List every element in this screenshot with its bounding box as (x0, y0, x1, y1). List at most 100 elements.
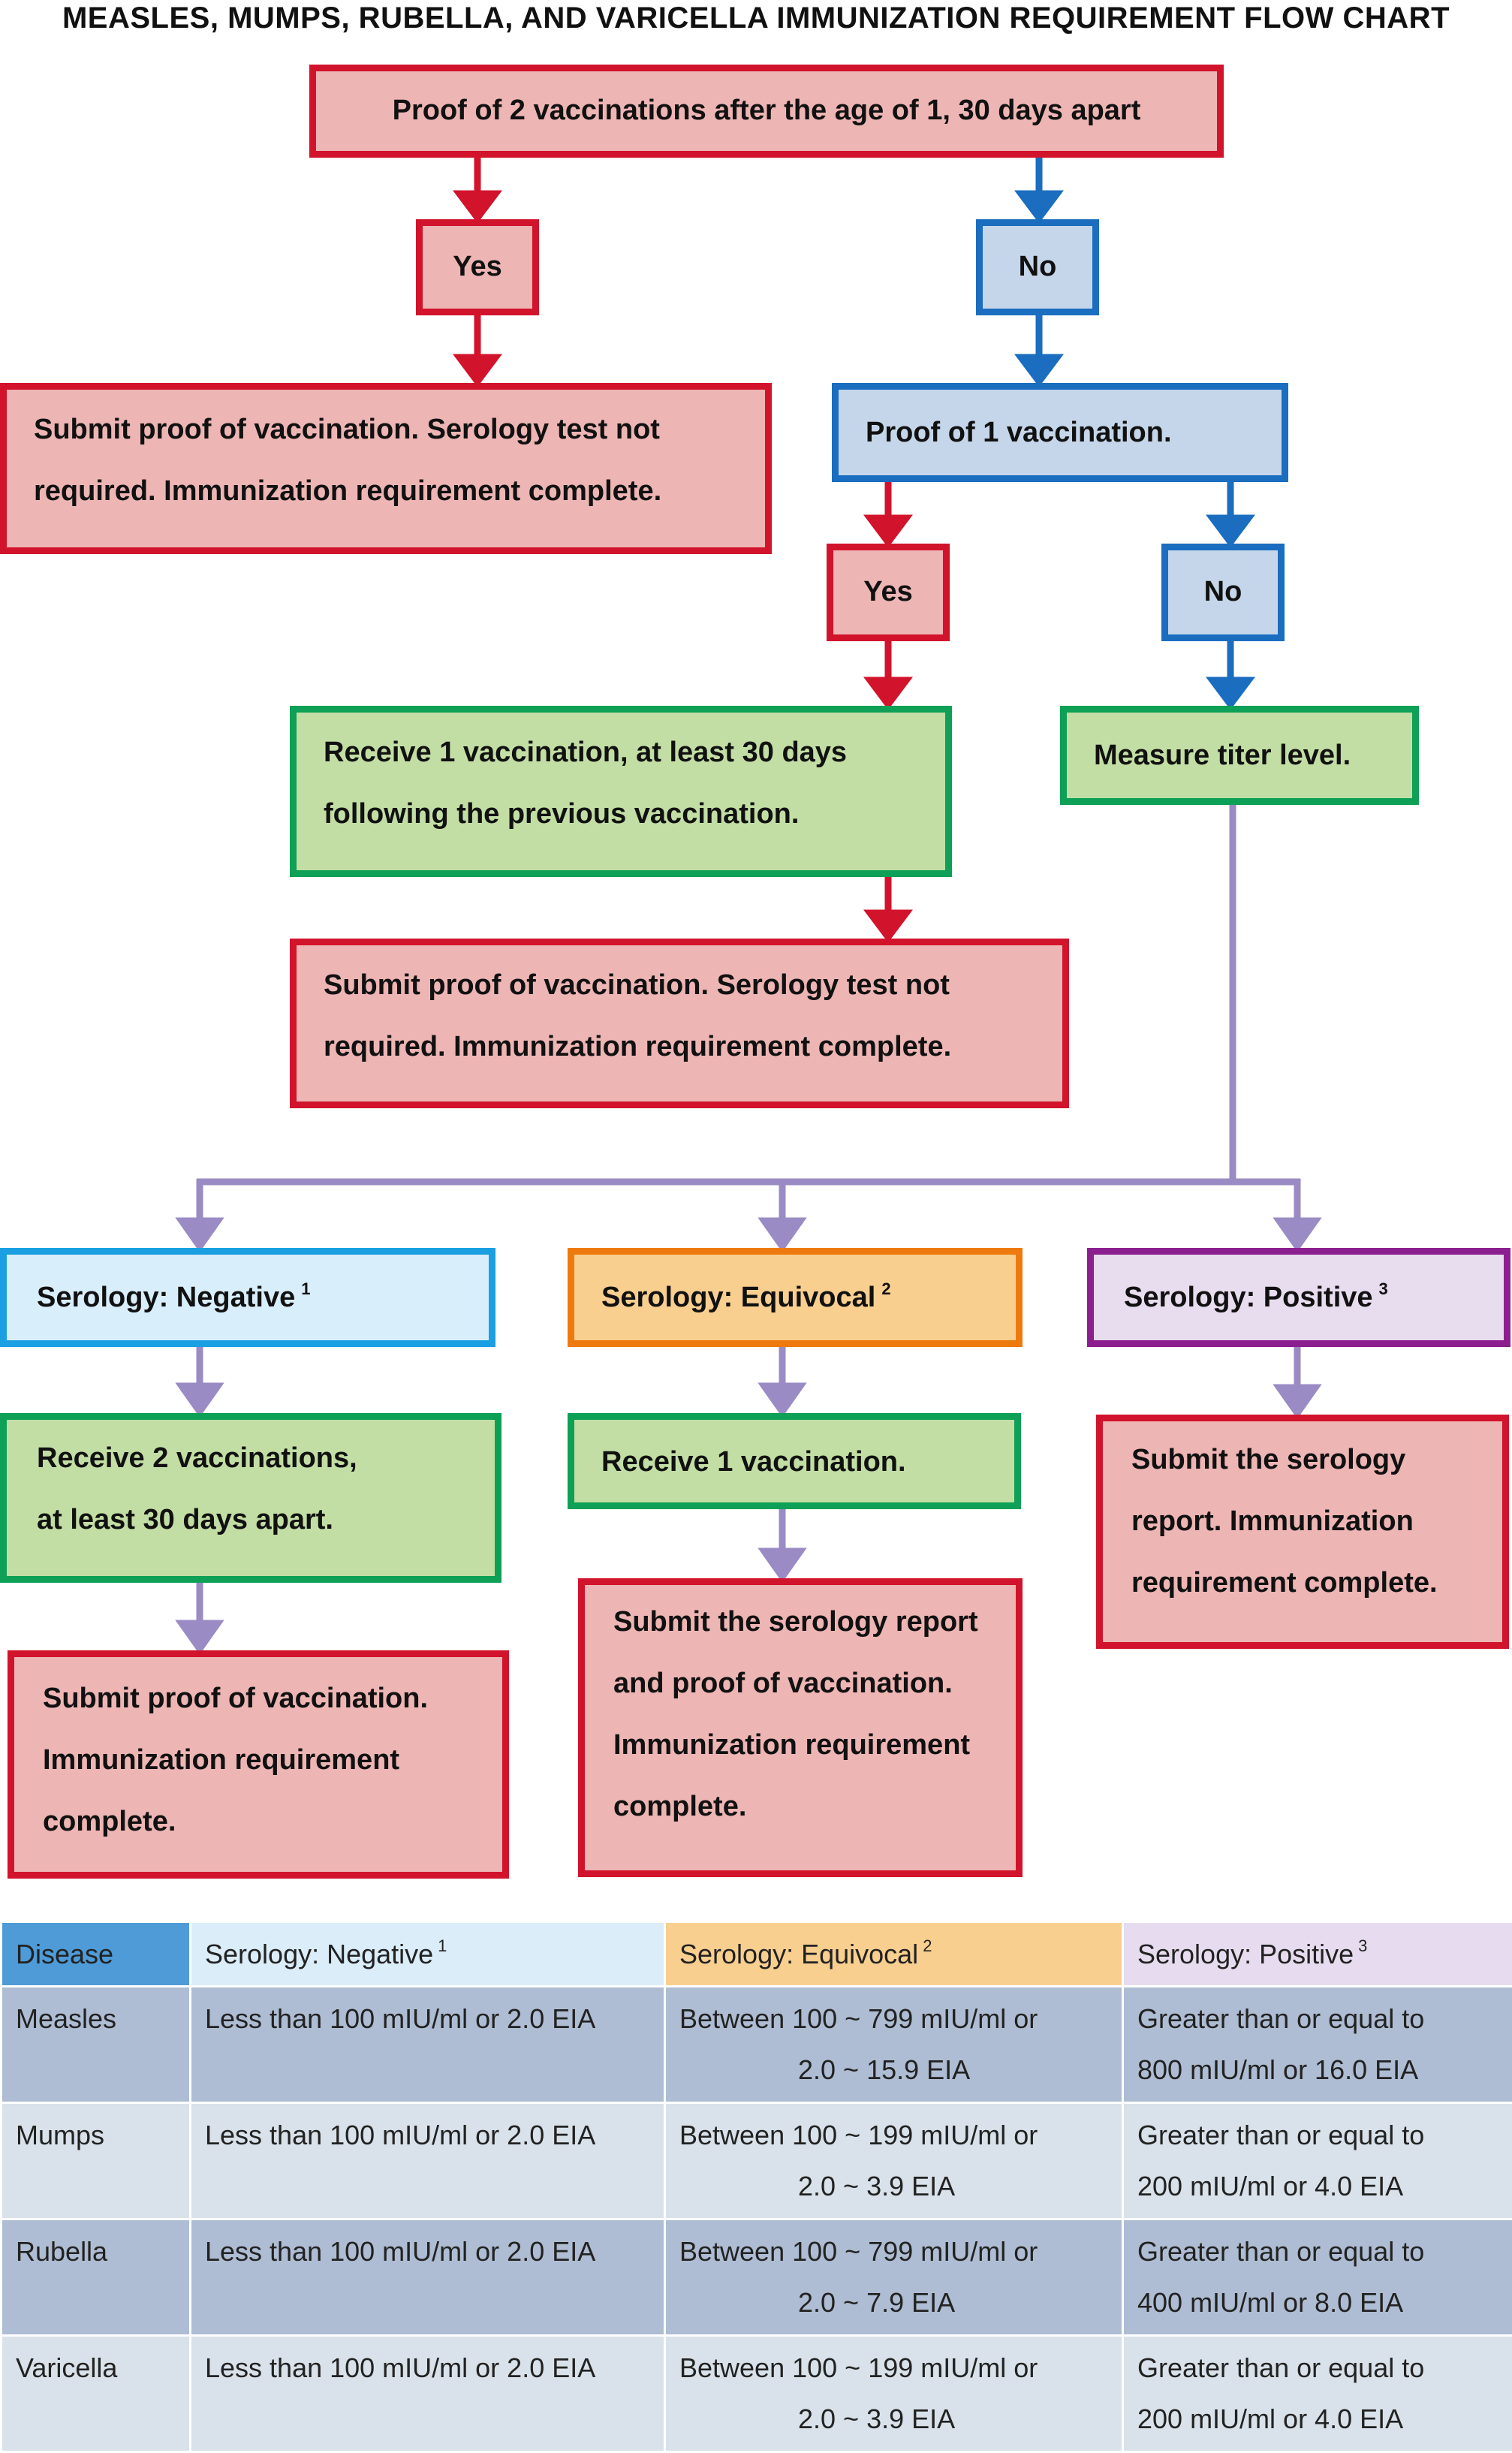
disease-cell: Mumps (2, 2103, 191, 2219)
complete-1-line-2: required. Immunization requirement compl… (34, 460, 738, 522)
submit-serology-positive-box: Submit the serology report. Immunization… (1096, 1415, 1509, 1649)
positive-line-1: Greater than or equal to (1137, 1993, 1498, 2045)
submit-negative-line-1: Submit proof of vaccination. (43, 1668, 475, 1729)
receive-two-line-2: at least 30 days apart. (37, 1489, 468, 1550)
table-row: Rubella Less than 100 mIU/ml or 2.0 EIA … (2, 2219, 1512, 2336)
receive-two-vaccinations-box: Receive 2 vaccinations, at least 30 days… (0, 1413, 501, 1583)
complete-1-line-1: Submit proof of vaccination. Serology te… (34, 399, 738, 460)
header-positive-label: Serology: Positive (1137, 1939, 1354, 1969)
receive-one-followup-line-1: Receive 1 vaccination, at least 30 days (324, 722, 918, 783)
no-box-1: No (976, 219, 1099, 315)
equivocal-line-1: Between 100 ~ 799 mIU/ml or (679, 1993, 1108, 2045)
header-equivocal-label: Serology: Equivocal (679, 1939, 918, 1969)
serology-negative-box: Serology: Negative 1 (0, 1248, 495, 1347)
disease-cell: Varicella (2, 2336, 191, 2452)
receive-one-followup-line-2: following the previous vaccination. (324, 783, 918, 845)
complete-box-2: Submit proof of vaccination. Serology te… (290, 939, 1069, 1108)
yes-box-1: Yes (416, 219, 539, 315)
no-label-1: No (983, 226, 1092, 307)
header-positive-note: 3 (1358, 1936, 1367, 1955)
negative-cell: Less than 100 mIU/ml or 2.0 EIA (191, 1987, 665, 2103)
receive-one-text: Receive 1 vaccination. (601, 1423, 987, 1501)
measure-titer-text: Measure titer level. (1094, 716, 1385, 795)
submit-positive-line-1: Submit the serology (1131, 1429, 1475, 1490)
measure-titer-box: Measure titer level. (1060, 706, 1419, 805)
receive-one-vaccination-box: Receive 1 vaccination. (568, 1413, 1021, 1509)
table-row: Varicella Less than 100 mIU/ml or 2.0 EI… (2, 2336, 1512, 2452)
equivocal-line-1: Between 100 ~ 199 mIU/ml or (679, 2110, 1108, 2161)
header-disease-label: Disease (16, 1929, 176, 1980)
positive-line-2: 400 mIU/ml or 8.0 EIA (1137, 2277, 1498, 2328)
serology-negative-note: 1 (301, 1279, 310, 1298)
serology-negative-label: Serology: Negative (37, 1282, 295, 1313)
negative-cell: Less than 100 mIU/ml or 2.0 EIA (191, 2103, 665, 2219)
positive-line-2: 800 mIU/ml or 16.0 EIA (1137, 2045, 1498, 2096)
yes-box-2: Yes (827, 544, 950, 641)
submit-equivocal-line-3: Immunization requirement (613, 1714, 1008, 1776)
submit-equivocal-line-4: complete. (613, 1776, 1008, 1837)
positive-line-1: Greater than or equal to (1137, 2226, 1498, 2277)
positive-line-2: 200 mIU/ml or 4.0 EIA (1137, 2161, 1498, 2212)
negative-cell: Less than 100 mIU/ml or 2.0 EIA (191, 2336, 665, 2452)
table-header-row: Disease Serology: Negative 1 Serology: Eq… (2, 1922, 1512, 1987)
no-label-2: No (1168, 550, 1278, 633)
proof-one-vaccination-box: Proof of 1 vaccination. (832, 383, 1288, 482)
submit-equivocal-box: Submit the serology report and proof of … (578, 1578, 1023, 1877)
positive-line-2: 200 mIU/ml or 4.0 EIA (1137, 2394, 1498, 2445)
serology-equivocal-box: Serology: Equivocal 2 (568, 1248, 1023, 1347)
header-equivocal-note: 2 (923, 1936, 932, 1955)
header-negative-note: 1 (438, 1936, 447, 1955)
serology-equivocal-label: Serology: Equivocal (601, 1282, 875, 1313)
disease-cell: Measles (2, 1987, 191, 2103)
equivocal-line-2: 2.0 ~ 15.9 EIA (679, 2045, 1108, 2096)
serology-reference-table: Disease Serology: Negative 1 Serology: Eq… (0, 1921, 1512, 2453)
receive-two-line-1: Receive 2 vaccinations, (37, 1427, 468, 1489)
submit-negative-box: Submit proof of vaccination. Immunizatio… (8, 1650, 509, 1879)
positive-line-1: Greater than or equal to (1137, 2110, 1498, 2161)
disease-cell: Rubella (2, 2219, 191, 2336)
table-row: Mumps Less than 100 mIU/ml or 2.0 EIA Be… (2, 2103, 1512, 2219)
equivocal-line-2: 2.0 ~ 3.9 EIA (679, 2394, 1108, 2445)
submit-positive-line-3: requirement complete. (1131, 1552, 1475, 1614)
submit-negative-line-2: Immunization requirement (43, 1729, 475, 1791)
receive-one-followup-box: Receive 1 vaccination, at least 30 days … (290, 706, 952, 877)
complete-box-1: Submit proof of vaccination. Serology te… (0, 383, 772, 554)
submit-positive-line-2: report. Immunization (1131, 1490, 1475, 1552)
equivocal-line-1: Between 100 ~ 199 mIU/ml or (679, 2343, 1108, 2394)
complete-2-line-2: required. Immunization requirement compl… (324, 1016, 1035, 1077)
equivocal-line-1: Between 100 ~ 799 mIU/ml or (679, 2226, 1108, 2277)
serology-positive-label: Serology: Positive (1124, 1282, 1373, 1313)
negative-cell: Less than 100 mIU/ml or 2.0 EIA (191, 2219, 665, 2336)
proof-one-vaccination-text: Proof of 1 vaccination. (866, 393, 1254, 472)
submit-equivocal-line-1: Submit the serology report (613, 1591, 1008, 1653)
header-negative: Serology: Negative 1 (191, 1922, 665, 1987)
serology-equivocal-row: Serology: Equivocal 2 (601, 1258, 989, 1337)
submit-equivocal-line-2: and proof of vaccination. (613, 1653, 1008, 1714)
serology-negative-row: Serology: Negative 1 (37, 1258, 462, 1337)
serology-equivocal-note: 2 (881, 1279, 890, 1298)
complete-2-line-1: Submit proof of vaccination. Serology te… (324, 954, 1035, 1016)
proof-two-vaccinations-box: Proof of 2 vaccinations after the age of… (309, 65, 1224, 158)
submit-negative-line-3: complete. (43, 1791, 475, 1852)
yes-label-2: Yes (833, 550, 943, 633)
header-equivocal: Serology: Equivocal 2 (665, 1922, 1123, 1987)
proof-two-vaccinations-text: Proof of 2 vaccinations after the age of… (316, 71, 1217, 149)
header-negative-label: Serology: Negative (205, 1939, 433, 1969)
positive-line-1: Greater than or equal to (1137, 2343, 1498, 2394)
table-row: Measles Less than 100 mIU/ml or 2.0 EIA … (2, 1987, 1512, 2103)
equivocal-line-2: 2.0 ~ 3.9 EIA (679, 2161, 1108, 2212)
header-disease: Disease (2, 1922, 191, 1987)
yes-label-1: Yes (423, 226, 532, 307)
no-box-2: No (1161, 544, 1285, 641)
equivocal-line-2: 2.0 ~ 7.9 EIA (679, 2277, 1108, 2328)
